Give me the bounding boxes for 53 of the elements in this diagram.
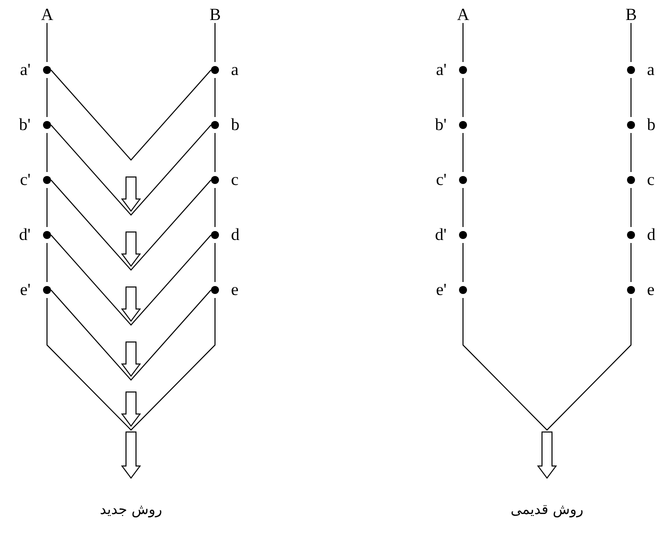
labeled-point: e	[211, 282, 239, 298]
labeled-point: d	[211, 227, 240, 243]
labeled-point: d'	[19, 227, 51, 243]
labeled-point: c	[627, 172, 655, 188]
connector-line	[50, 234, 212, 326]
labeled-point: e'	[20, 282, 51, 298]
connector-line	[462, 188, 464, 228]
line-label: A	[457, 7, 470, 23]
connector-line	[214, 132, 216, 172]
line-label: B	[626, 7, 637, 23]
connector-line	[214, 22, 216, 62]
labeled-point: c'	[436, 172, 467, 188]
connector-line	[462, 298, 632, 431]
labeled-point: a	[627, 62, 655, 78]
connector-line	[462, 22, 464, 62]
line-label: B	[210, 7, 221, 23]
connector-line	[46, 298, 216, 431]
labeled-point: a	[211, 62, 239, 78]
labeled-point: c	[211, 172, 239, 188]
connector-line	[462, 78, 464, 118]
connector-line	[462, 132, 464, 172]
labeled-point: b	[211, 117, 240, 133]
connector-line	[630, 188, 632, 228]
labeled-point: b	[627, 117, 656, 133]
connector-line	[46, 22, 48, 62]
labeled-point: b'	[435, 117, 467, 133]
connector-line	[50, 290, 212, 381]
connector-line	[50, 124, 212, 216]
connector-line	[462, 242, 464, 282]
labeled-point: d	[627, 227, 656, 243]
connector-line	[50, 70, 212, 161]
line-label: A	[41, 7, 54, 23]
connector-line	[46, 242, 48, 282]
labeled-point: e	[627, 282, 655, 298]
connector-line	[630, 132, 632, 172]
connector-line	[46, 78, 48, 118]
connector-line	[46, 132, 48, 172]
connector-line	[46, 188, 48, 228]
labeled-point: d'	[435, 227, 467, 243]
connector-line	[630, 242, 632, 282]
caption: روش قدیمی	[510, 502, 584, 518]
connector-line	[214, 78, 216, 118]
labeled-point: c'	[20, 172, 51, 188]
labeled-point: a'	[20, 62, 51, 78]
connector-line	[630, 22, 632, 62]
connector-line	[214, 242, 216, 282]
connector-line	[630, 78, 632, 118]
caption: روش جدید	[100, 502, 162, 518]
labeled-point: e'	[436, 282, 467, 298]
labeled-point: a'	[436, 62, 467, 78]
connector-line	[214, 188, 216, 228]
labeled-point: b'	[19, 117, 51, 133]
connector-line	[50, 180, 212, 271]
